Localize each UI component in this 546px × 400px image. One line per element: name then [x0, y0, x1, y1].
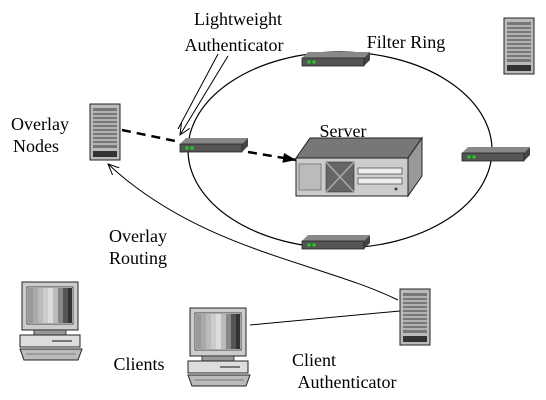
- overlay-to-authenticator-dashed-link: [121, 128, 181, 144]
- client-authenticator-label-line2: Authenticator: [298, 372, 397, 392]
- overlay-nodes-label-line1: Overlay: [11, 114, 69, 134]
- lightweight-authenticator-label-line2: Authenticator: [185, 35, 284, 55]
- overlay-routing-label-line1: Overlay: [109, 226, 167, 246]
- overlay-routing-label-line2: Routing: [109, 248, 167, 268]
- filter-ring-label: Filter Ring: [367, 32, 446, 52]
- client-authenticator-label-line1: Client: [292, 350, 336, 370]
- server-tower-icon-client-authenticator: [399, 288, 431, 346]
- lightweight-authenticator-label-line1: Lightweight: [194, 9, 282, 29]
- client-to-authenticator-link: [249, 310, 401, 326]
- overlay-routing-arrow: [108, 164, 399, 301]
- server-tower-icon-overlay-node: [89, 103, 121, 161]
- server-label: Server: [320, 121, 367, 141]
- router-icon-lightweight-authenticator: [179, 137, 249, 153]
- server-box-icon: [295, 136, 423, 198]
- authenticator-to-server-dashed-arrow: [247, 150, 297, 163]
- lightweight-authenticator-pointer-a: [180, 55, 229, 135]
- router-icon-bottom: [301, 234, 371, 250]
- overlay-nodes-label-line2: Nodes: [13, 136, 59, 156]
- desktop-computer-icon-client-a: [19, 281, 83, 361]
- router-icon-top: [301, 51, 371, 67]
- server-tower-icon-overlay-node-corner: [503, 17, 535, 75]
- clients-label: Clients: [113, 354, 164, 374]
- desktop-computer-icon-client-b: [187, 307, 251, 387]
- router-icon-right: [461, 146, 531, 162]
- lightweight-authenticator-pointer-b: [177, 53, 219, 130]
